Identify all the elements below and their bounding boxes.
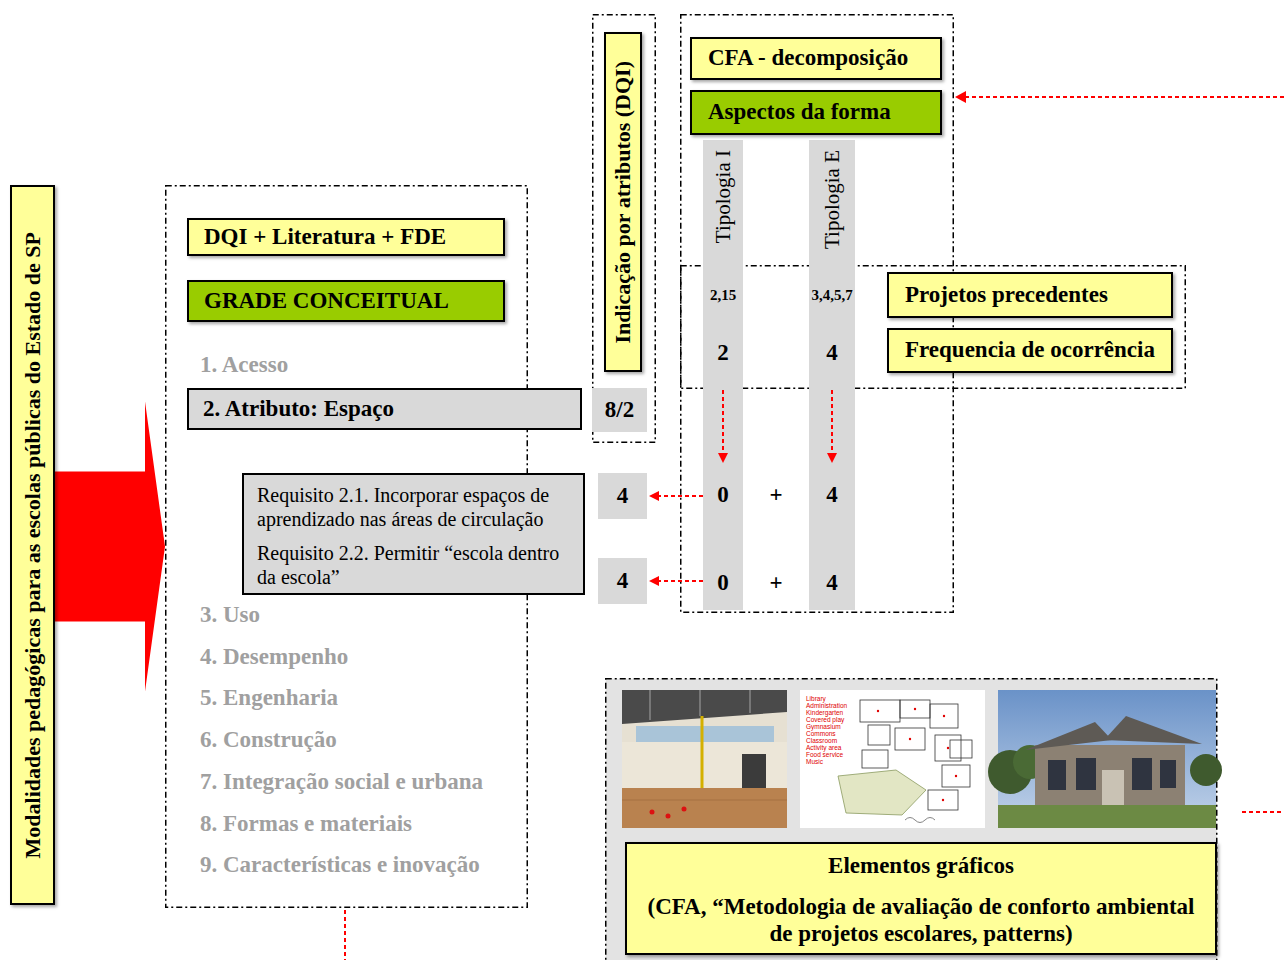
cfa-box: CFA - decomposição xyxy=(690,37,942,80)
dashed-region xyxy=(681,266,1186,389)
plan-label: Activity area xyxy=(806,744,841,751)
typology-column: Tipologia E 3,4,5,7 4 4 4 xyxy=(809,140,855,610)
box-label: 3,4,5,7 xyxy=(809,287,855,304)
box-label: Requisito 2.1. Incorporar espaços de apr… xyxy=(257,483,575,531)
frequency-box: Frequencia de ocorrência xyxy=(887,328,1173,373)
box-label: 5. Engenharia xyxy=(200,685,338,711)
box-label: Projetos precedentes xyxy=(905,282,1108,308)
form-box: Aspectos da forma xyxy=(690,90,942,135)
plus-sign: + xyxy=(766,570,786,596)
box-label: DQI + Literatura + FDE xyxy=(204,224,446,250)
indicator-band: Indicação por atributos (DQI) xyxy=(604,32,642,372)
box-label: 1. Acesso xyxy=(200,352,288,378)
red-dashed-connector xyxy=(659,495,703,497)
box-label: CFA - decomposição xyxy=(708,45,908,71)
plus-sign: + xyxy=(766,482,786,508)
connector xyxy=(649,491,703,501)
box-label: 4 xyxy=(809,570,855,596)
box-label: 7. Integração social e urbana xyxy=(200,769,483,795)
box-label: 2. Atributo: Espaço xyxy=(203,396,394,422)
photo-gym xyxy=(622,690,787,828)
box-label: Requisito 2.2. Permitir “escola dentro d… xyxy=(257,541,575,589)
box-label: 4 xyxy=(617,483,629,509)
graphics-panel xyxy=(606,679,1217,960)
box-label: 3. Uso xyxy=(200,602,260,628)
source-box: DQI + Literatura + FDE xyxy=(187,218,505,256)
box-label: 4 xyxy=(809,340,855,366)
arrow-head xyxy=(649,491,659,501)
box-label: 0 xyxy=(703,570,743,596)
plan-label: Administration xyxy=(806,702,847,709)
box-label: Frequencia de ocorrência xyxy=(905,337,1155,363)
arrow-head xyxy=(718,453,728,463)
attribute-box: 2. Atributo: Espaço xyxy=(187,388,582,430)
plan-label: Food service xyxy=(806,751,843,758)
box-label: Elementos gráficos xyxy=(627,852,1215,879)
box-label: 4 xyxy=(809,482,855,508)
graphics-box: Elementos gráficos (CFA, “Metodologia de … xyxy=(625,842,1217,955)
dashed-region xyxy=(593,15,656,443)
red-dashed-arrow xyxy=(831,390,833,454)
red-dashed-leader xyxy=(344,910,346,960)
score-cell: 4 xyxy=(598,473,647,519)
box-label: Aspectos da forma xyxy=(708,99,891,125)
connector xyxy=(649,576,703,586)
red-dashed-connector xyxy=(659,580,703,582)
box-label: 2 xyxy=(703,340,743,366)
plan-label: Gymnasium xyxy=(806,723,841,730)
typology-column: Tipologia I 2,15 2 0 0 xyxy=(703,140,743,610)
box-label: 2,15 xyxy=(703,287,743,304)
plan-label: Classroom xyxy=(806,737,837,744)
precedent-box: Projetos precedentes xyxy=(887,272,1173,318)
plan-label: Kindergarten xyxy=(806,709,843,716)
plan-label: Music xyxy=(806,758,823,765)
box-label: Tipologia I xyxy=(711,150,735,243)
score-cell: 8/2 xyxy=(592,388,647,432)
score-cell: 4 xyxy=(598,558,647,604)
box-label: 4 xyxy=(617,568,629,594)
box-label: 6. Construção xyxy=(200,727,337,753)
box-label: Indicação por atributos (DQI) xyxy=(610,61,635,344)
connector xyxy=(55,402,165,692)
box-label: Tipologia E xyxy=(820,150,844,249)
photo-building xyxy=(988,690,1222,828)
block-arrow xyxy=(55,402,165,692)
arrow-head xyxy=(649,576,659,586)
grid-box: GRADE CONCEITUAL xyxy=(187,280,505,322)
plan-label: Covered play xyxy=(806,716,844,723)
box-label: 4. Desempenho xyxy=(200,644,348,670)
column-band xyxy=(809,140,855,610)
title-band: Modalidades pedagógicas para as escolas … xyxy=(10,185,55,905)
floor-plan xyxy=(800,690,985,828)
box-label: (CFA, “Metodologia de avaliação de confo… xyxy=(636,893,1206,947)
box-label: GRADE CONCEITUAL xyxy=(204,288,449,314)
box-label: 0 xyxy=(703,482,743,508)
red-dashed-arrow xyxy=(722,390,724,454)
red-dashed-leader xyxy=(965,96,1284,98)
box-label: 8. Formas e materiais xyxy=(200,811,412,837)
plan-label: Commons xyxy=(806,730,836,737)
column-band xyxy=(703,140,743,610)
box-label: 9. Características e inovação xyxy=(200,852,480,878)
box-label: Modalidades pedagógicas para as escolas … xyxy=(20,232,45,858)
group-region: 1. Acesso 3. Uso 4. Desempenho 5. Engenhari… xyxy=(165,185,528,908)
plan-label: Library xyxy=(806,695,826,702)
box-label: 8/2 xyxy=(605,397,634,423)
requirement-box: Requisito 2.1. Incorporar espaços de apr… xyxy=(242,473,585,595)
arrow-head xyxy=(955,91,966,103)
arrow-head xyxy=(827,453,837,463)
red-dashed-leader xyxy=(1242,811,1284,813)
